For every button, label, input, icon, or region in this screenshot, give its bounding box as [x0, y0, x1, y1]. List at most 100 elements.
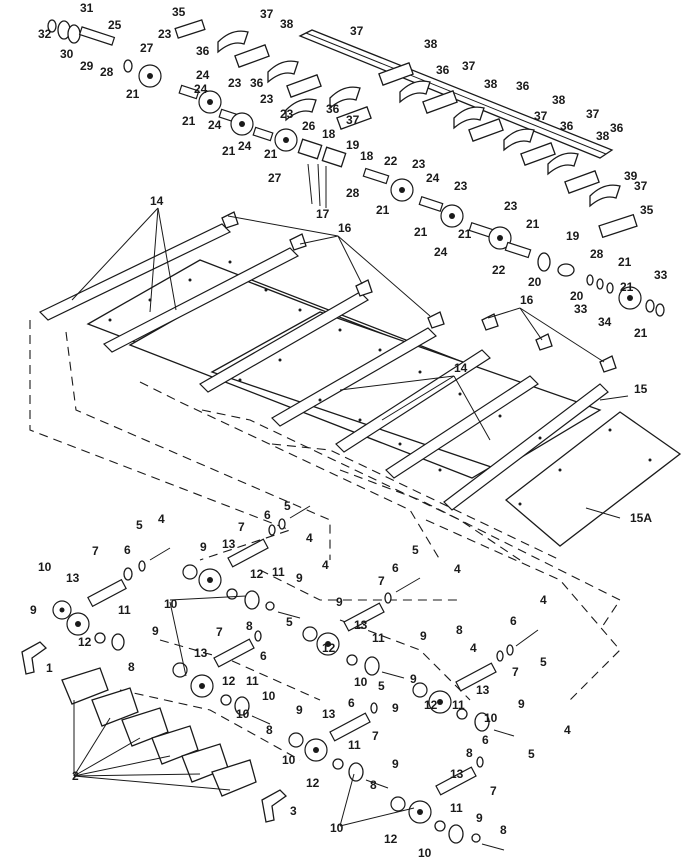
callout-c5b: 5 — [284, 499, 291, 513]
callout-c4b: 4 — [306, 531, 313, 545]
callout-c28c: 28 — [590, 247, 604, 261]
callout-c12a: 12 — [250, 567, 264, 581]
callout-c9d: 9 — [336, 595, 343, 609]
callout-c5d: 5 — [286, 615, 293, 629]
callout-c11d: 11 — [246, 674, 259, 688]
top-left-shaft-stack — [47, 19, 162, 88]
callout-c25: 25 — [108, 18, 122, 32]
callout-c5g: 5 — [528, 747, 535, 761]
callout-c10b: 10 — [164, 597, 178, 611]
callout-c24b: 24 — [194, 82, 208, 96]
callout-c38e: 38 — [596, 129, 610, 143]
callout-c18a: 18 — [322, 127, 336, 141]
callout-c4e: 4 — [540, 593, 547, 607]
callout-c9k: 9 — [392, 757, 399, 771]
callout-c23g: 23 — [504, 199, 518, 213]
plate-35-bottom — [598, 213, 638, 239]
callout-c20a: 20 — [528, 275, 542, 289]
callout-c24d: 24 — [238, 139, 252, 153]
callout-c36f: 36 — [560, 119, 574, 133]
callout-c23e: 23 — [412, 157, 426, 171]
callout-c28a: 28 — [100, 65, 114, 79]
callout-c32: 32 — [38, 27, 52, 41]
callout-c24f: 24 — [434, 245, 448, 259]
callout-c1: 1 — [46, 661, 53, 675]
callout-c29: 29 — [80, 59, 94, 73]
callout-c8c: 8 — [128, 660, 135, 674]
callout-c21c: 21 — [222, 144, 236, 158]
callout-c5f: 5 — [378, 679, 385, 693]
callout-c11c: 11 — [372, 631, 385, 645]
callout-c7a: 7 — [238, 520, 245, 534]
callout-c7b: 7 — [92, 544, 99, 558]
callout-c23f: 23 — [454, 179, 468, 193]
callout-c12f: 12 — [306, 776, 320, 790]
callout-c6c: 6 — [392, 561, 399, 575]
guard-2 — [61, 667, 109, 705]
callout-c6a: 6 — [264, 508, 271, 522]
callout-c36c: 36 — [326, 102, 340, 116]
callout-c20b: 20 — [570, 289, 584, 303]
callout-c10i: 10 — [418, 846, 432, 860]
callout-c34: 34 — [598, 315, 612, 329]
bracket-16 — [221, 211, 239, 229]
middle-drive-gears — [178, 84, 665, 317]
callout-c10a: 10 — [38, 560, 52, 574]
callout-c12e: 12 — [424, 698, 438, 712]
callout-c19a: 19 — [346, 138, 360, 152]
plate-holes — [108, 260, 542, 472]
callout-c21h: 21 — [526, 217, 540, 231]
callout-c38c: 38 — [484, 77, 498, 91]
callout-c9i: 9 — [296, 703, 303, 717]
blade-row — [174, 19, 638, 239]
callout-c37g: 37 — [634, 179, 648, 193]
bracket-1 — [21, 641, 48, 675]
callout-c13a: 13 — [222, 537, 236, 551]
shaft-assembly-2 — [182, 505, 311, 619]
callout-c8e: 8 — [466, 746, 473, 760]
shaft-assembly-5 — [412, 629, 539, 737]
shaft-assembly-3 — [172, 630, 271, 725]
dashed-paths — [29, 320, 621, 761]
callout-c10g: 10 — [282, 753, 296, 767]
callout-c7d: 7 — [216, 625, 223, 639]
callout-c27a: 27 — [140, 41, 154, 55]
callout-c39: 39 — [624, 169, 638, 183]
callout-c8a: 8 — [246, 619, 253, 633]
callout-c9c: 9 — [30, 603, 37, 617]
callout-c22a: 22 — [384, 154, 398, 168]
callout-c9h: 9 — [392, 701, 399, 715]
callout-c8d: 8 — [266, 723, 273, 737]
callout-c11b: 11 — [118, 603, 131, 617]
callout-c13f: 13 — [322, 707, 336, 721]
top-bar-assembly — [47, 19, 665, 317]
blade-36 — [217, 30, 249, 54]
callout-c10c: 10 — [354, 675, 368, 689]
callout-c13c: 13 — [354, 618, 368, 632]
callout-c12d: 12 — [222, 674, 236, 688]
callout-c9j: 9 — [518, 697, 525, 711]
shaft-assembly-7 — [390, 756, 505, 851]
callout-c31: 31 — [80, 1, 94, 15]
callout-c13b: 13 — [66, 571, 80, 585]
floor-plate-assembly — [38, 207, 682, 547]
callout-c21g: 21 — [458, 227, 472, 241]
callout-c8g: 8 — [500, 823, 507, 837]
callout-c21e: 21 — [376, 203, 390, 217]
callout-c6b: 6 — [124, 543, 131, 557]
callout-c21d: 21 — [264, 147, 278, 161]
callout-c23d: 23 — [280, 107, 294, 121]
callout-c38d: 38 — [552, 93, 566, 107]
callout-c8f: 8 — [370, 778, 377, 792]
callout-c6e: 6 — [260, 649, 267, 663]
callout-c7e: 7 — [512, 665, 519, 679]
lower-shaft-assemblies — [52, 505, 539, 851]
callout-c33a: 33 — [654, 268, 668, 282]
callout-c19b: 19 — [566, 229, 580, 243]
callout-c12g: 12 — [384, 832, 398, 846]
callout-c36d: 36 — [436, 63, 450, 77]
callout-c6g: 6 — [482, 733, 489, 747]
callout-c22b: 22 — [492, 263, 506, 277]
